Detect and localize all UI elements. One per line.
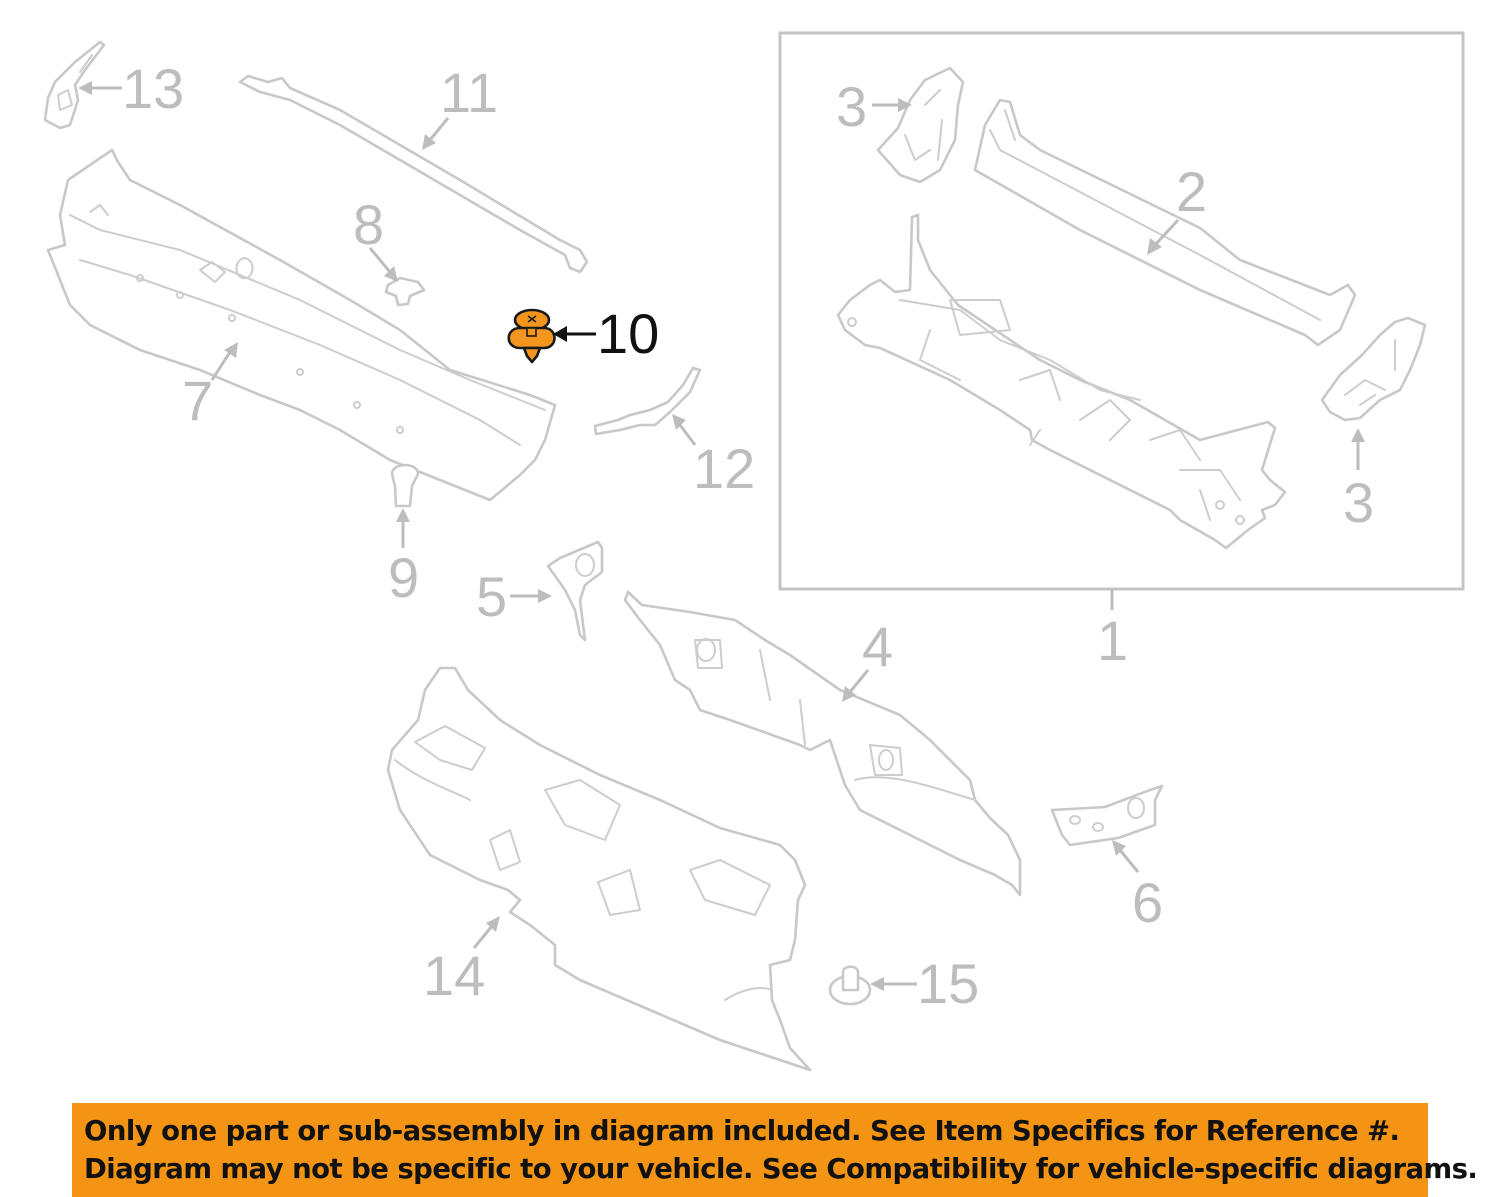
callout-2: 2 [1176,160,1207,223]
part-11-weatherstrip: 11 [238,61,589,274]
callout-11: 11 [440,61,498,124]
callout-13: 13 [122,57,184,120]
part-3-left-bracket: 3 [836,66,965,184]
callout-9: 9 [388,546,419,609]
callout-3-upper: 3 [836,75,867,138]
part-7-cowl-cover: 7 [46,148,557,502]
part-1-cowl-assembly [836,213,1287,550]
part-15-push-clip: 15 [828,952,979,1015]
callout-10: 10 [597,302,659,365]
callout-3-lower: 3 [1343,471,1374,534]
part-12-seal: 12 [593,366,755,500]
callout-6: 6 [1132,871,1163,934]
part-4-dash-insulator: 4 [623,590,1022,897]
callout-7: 7 [182,369,213,432]
part-6-bracket: 6 [1050,784,1164,934]
part-3-right-bracket: 3 [1320,316,1427,534]
part-9-grommet: 9 [388,463,420,609]
part-10-highlighted-clip[interactable]: 10 [507,302,660,365]
callout-1: 1 [1097,609,1128,672]
callout-4: 4 [862,615,893,678]
callout-12: 12 [693,437,755,500]
disclaimer-line-2: Diagram may not be specific to your vehi… [84,1153,1478,1185]
part-2-upper-cowl-panel: 2 [973,98,1357,347]
callout-5: 5 [476,565,507,628]
callout-14: 14 [423,944,485,1007]
callout-8: 8 [353,193,384,256]
disclaimer-line-1: Only one part or sub-assembly in diagram… [84,1115,1400,1147]
callout-15: 15 [917,952,979,1015]
part-13-bracket: 13 [43,40,184,130]
disclaimer-banner: Only one part or sub-assembly in diagram… [72,1103,1478,1197]
assembly-box-1: 1 [778,31,1465,672]
part-8-clip: 8 [353,193,426,307]
part-5-bracket: 5 [476,540,604,642]
part-14-dash-insulator: 14 [386,666,812,1072]
